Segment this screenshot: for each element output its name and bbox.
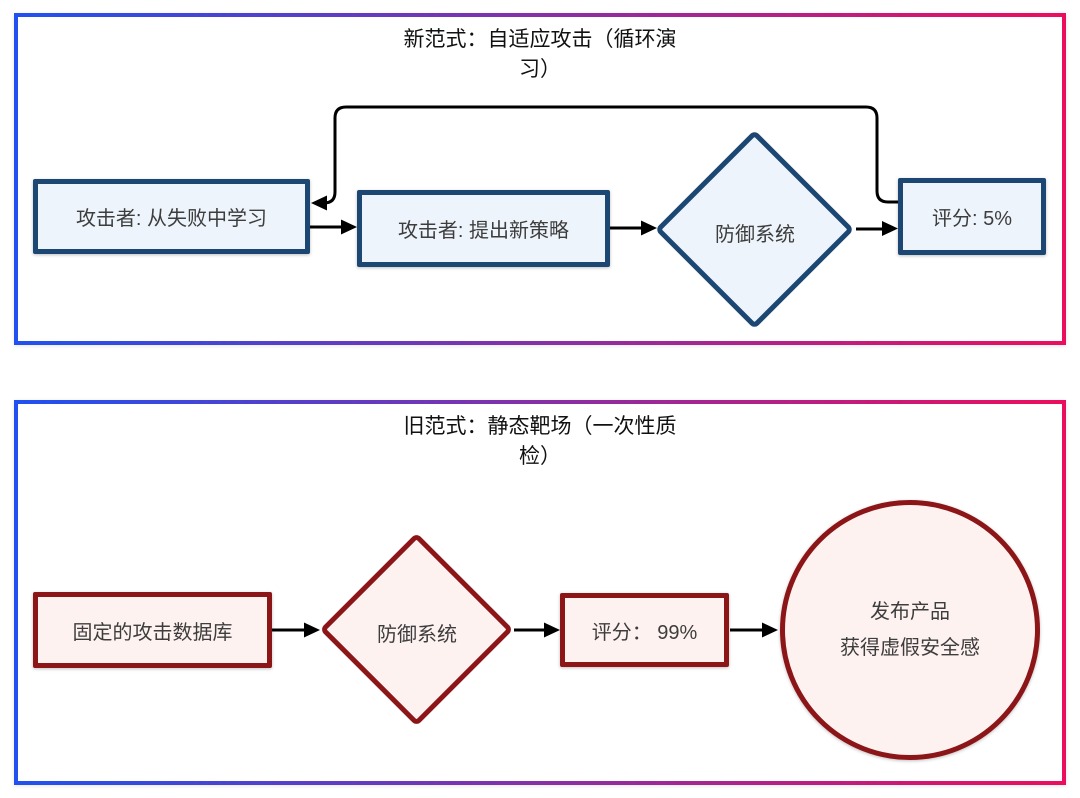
node-score-5: 评分: 5%	[898, 178, 1046, 255]
node-release-product: 发布产品 获得虚假安全感	[780, 500, 1040, 760]
node-defense-diamond-new-label: 防御系统	[715, 224, 795, 246]
panel-old-title: 旧范式：静态靶场（一次性质 检）	[403, 415, 677, 468]
node-attacker-learn: 攻击者: 从失败中学习	[33, 179, 310, 254]
node-score-5-label: 评分: 5%	[931, 208, 1013, 230]
node-attacker-strategy: 攻击者: 提出新策略	[357, 190, 610, 267]
panel-new-title: 新范式：自适应攻击（循环演 习）	[403, 28, 677, 81]
node-fixed-attack-db-label: 固定的攻击数据库	[72, 621, 233, 644]
node-score-99: 评分： 99%	[560, 593, 729, 667]
node-attacker-strategy-label: 攻击者: 提出新策略	[397, 220, 570, 242]
node-attacker-learn-label: 攻击者: 从失败中学习	[75, 208, 268, 230]
node-defense-diamond-old-label: 防御系统	[377, 624, 457, 646]
node-score-99-label: 评分： 99%	[591, 621, 698, 644]
node-fixed-attack-db: 固定的攻击数据库	[33, 592, 272, 668]
node-release-product-label: 发布产品 获得虚假安全感	[840, 601, 980, 659]
